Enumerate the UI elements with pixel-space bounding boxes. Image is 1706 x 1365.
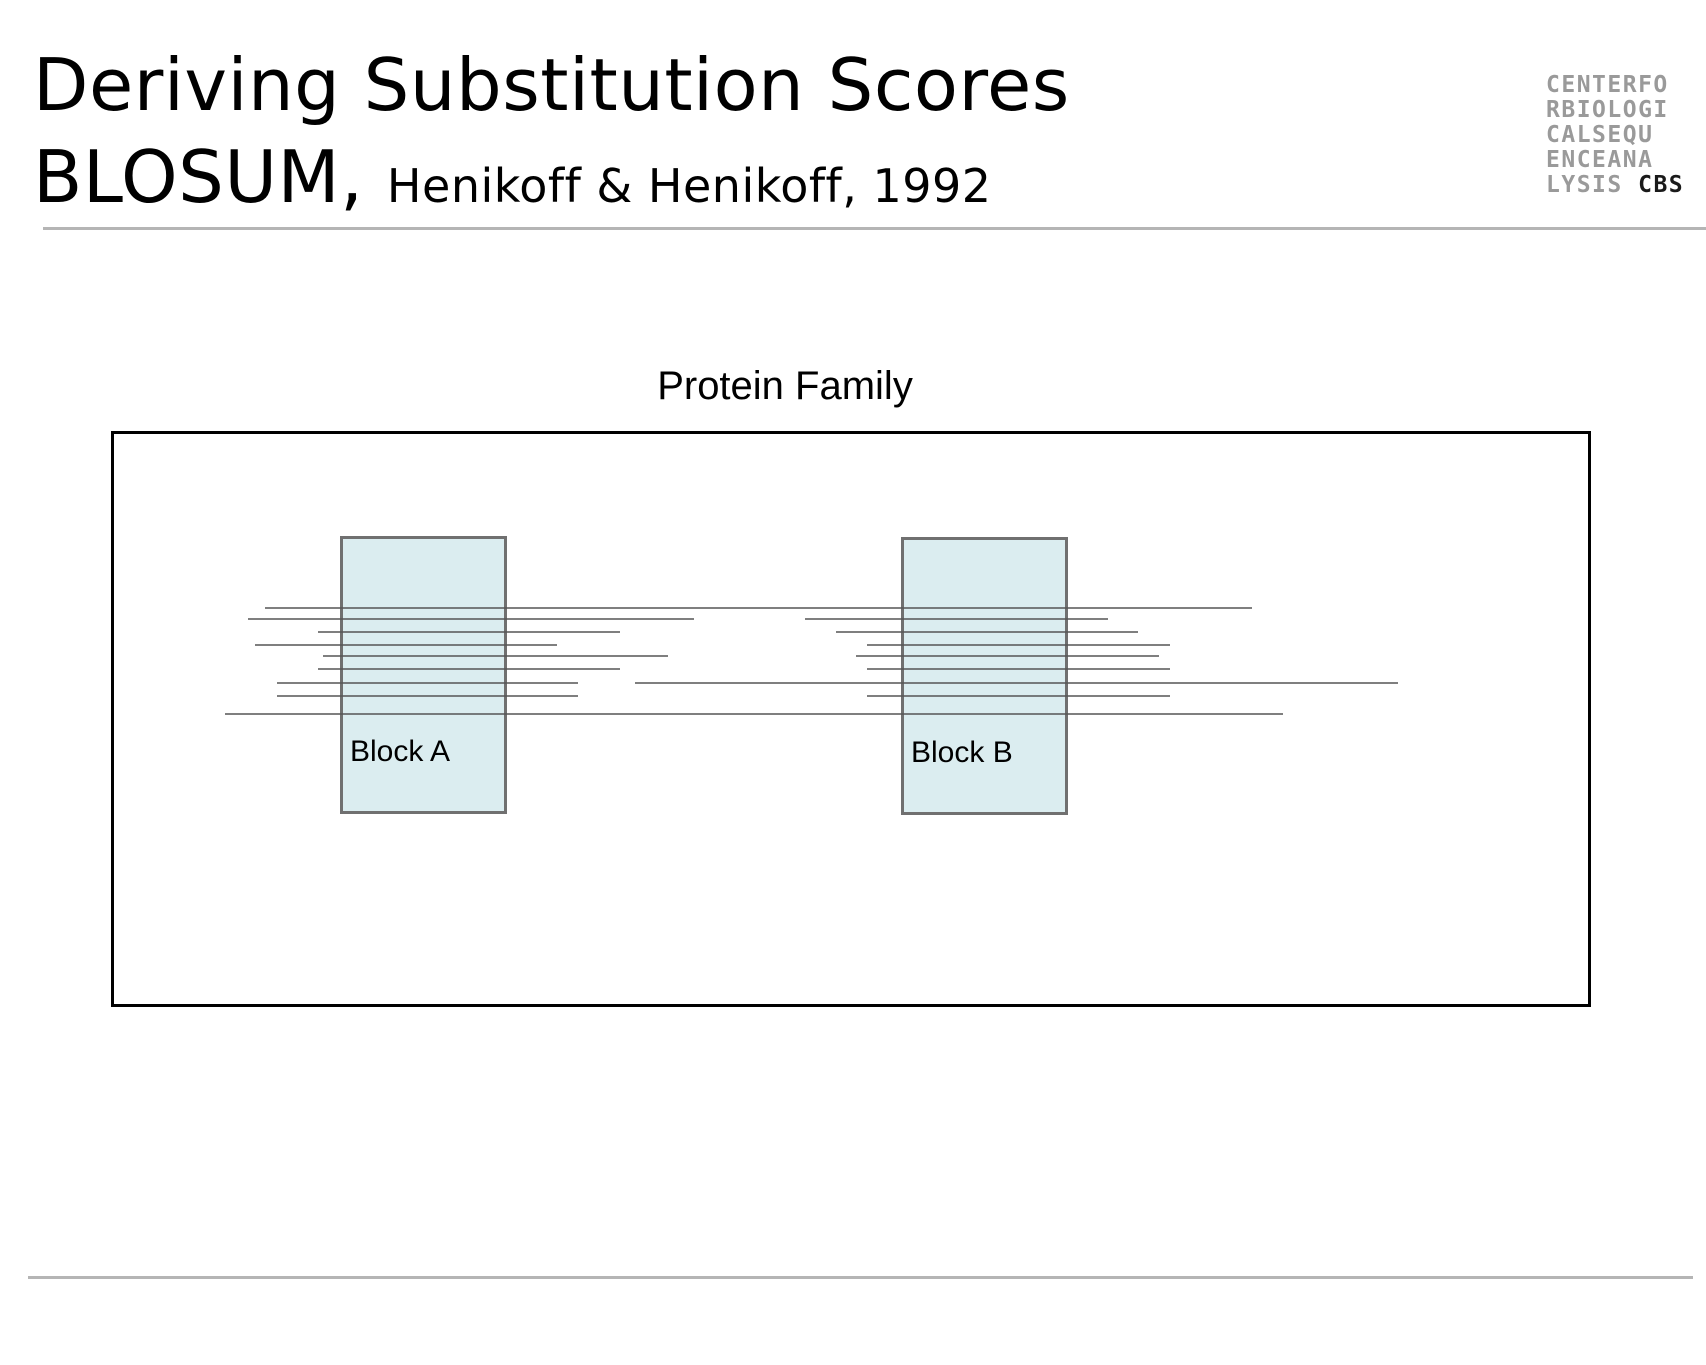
block-b: Block B <box>901 537 1068 815</box>
protein-family-box <box>111 431 1591 1007</box>
logo-row: ENCEANA <box>1546 147 1654 173</box>
logo-cbs: CBS <box>1638 172 1685 198</box>
citation-text: Henikoff & Henikoff, 1992 <box>386 159 992 213</box>
logo-row: CALSEQU <box>1546 122 1654 148</box>
footer-divider <box>28 1276 1693 1279</box>
block-b-label: Block B <box>911 736 1013 769</box>
cbs-logo: CENTERFO RBIOLOGI CALSEQU ENCEANA LYSIS … <box>1546 73 1686 198</box>
logo-row-last: LYSIS CBS <box>1546 173 1686 198</box>
logo-row: RBIOLOGI <box>1546 97 1669 123</box>
logo-row: CENTERFO <box>1546 72 1669 98</box>
block-a: Block A <box>340 536 507 814</box>
blosum-label: BLOSUM, <box>33 135 364 219</box>
block-a-label: Block A <box>350 735 451 768</box>
slide-subtitle-line: BLOSUM, Henikoff & Henikoff, 1992 <box>33 132 992 231</box>
slide-title: Deriving Substitution Scores <box>33 43 1070 127</box>
logo-lysis: LYSIS <box>1546 172 1623 198</box>
diagram-title: Protein Family <box>657 364 913 408</box>
header-divider <box>43 227 1706 230</box>
